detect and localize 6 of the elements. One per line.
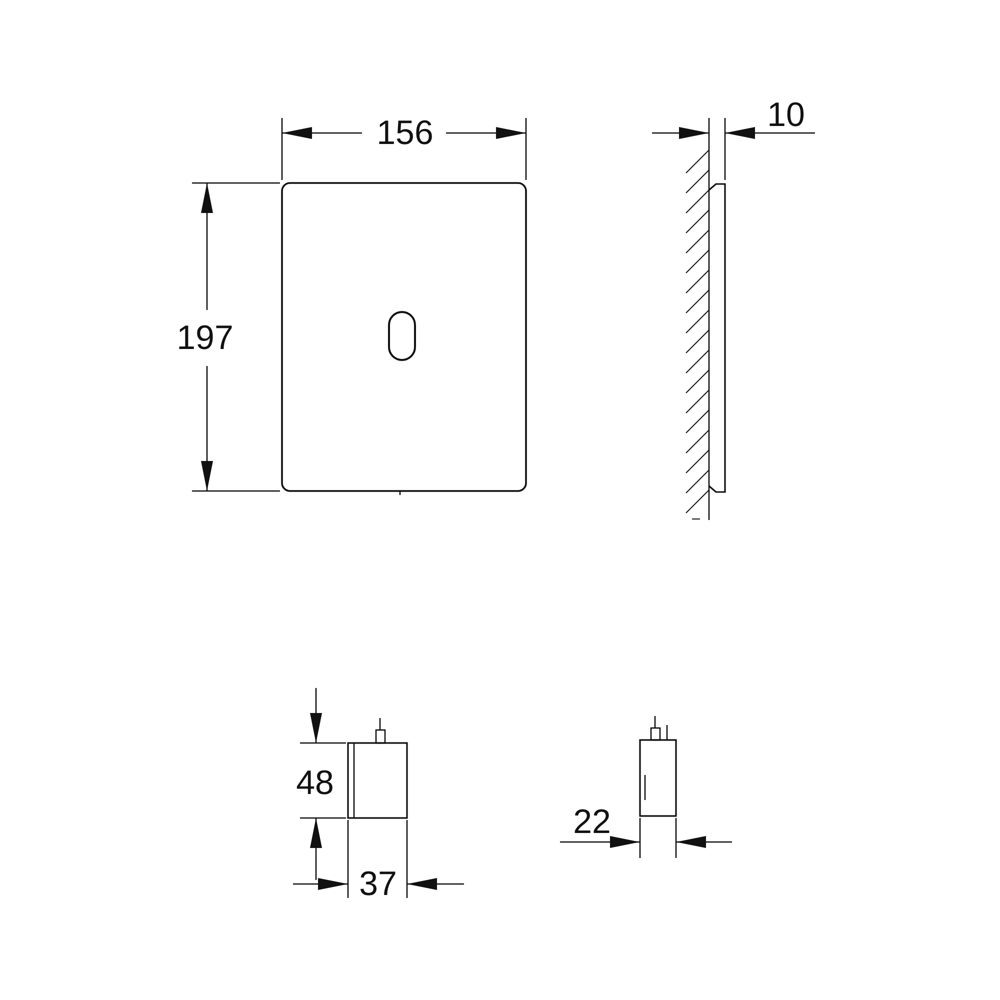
- dimension-label: 37: [359, 867, 397, 901]
- dimension-label: 22: [573, 805, 611, 839]
- dimension-label: 10: [767, 98, 805, 132]
- dimension-label: 197: [176, 321, 234, 355]
- dimension-label: 48: [296, 766, 334, 800]
- dimension-label: 156: [376, 116, 434, 150]
